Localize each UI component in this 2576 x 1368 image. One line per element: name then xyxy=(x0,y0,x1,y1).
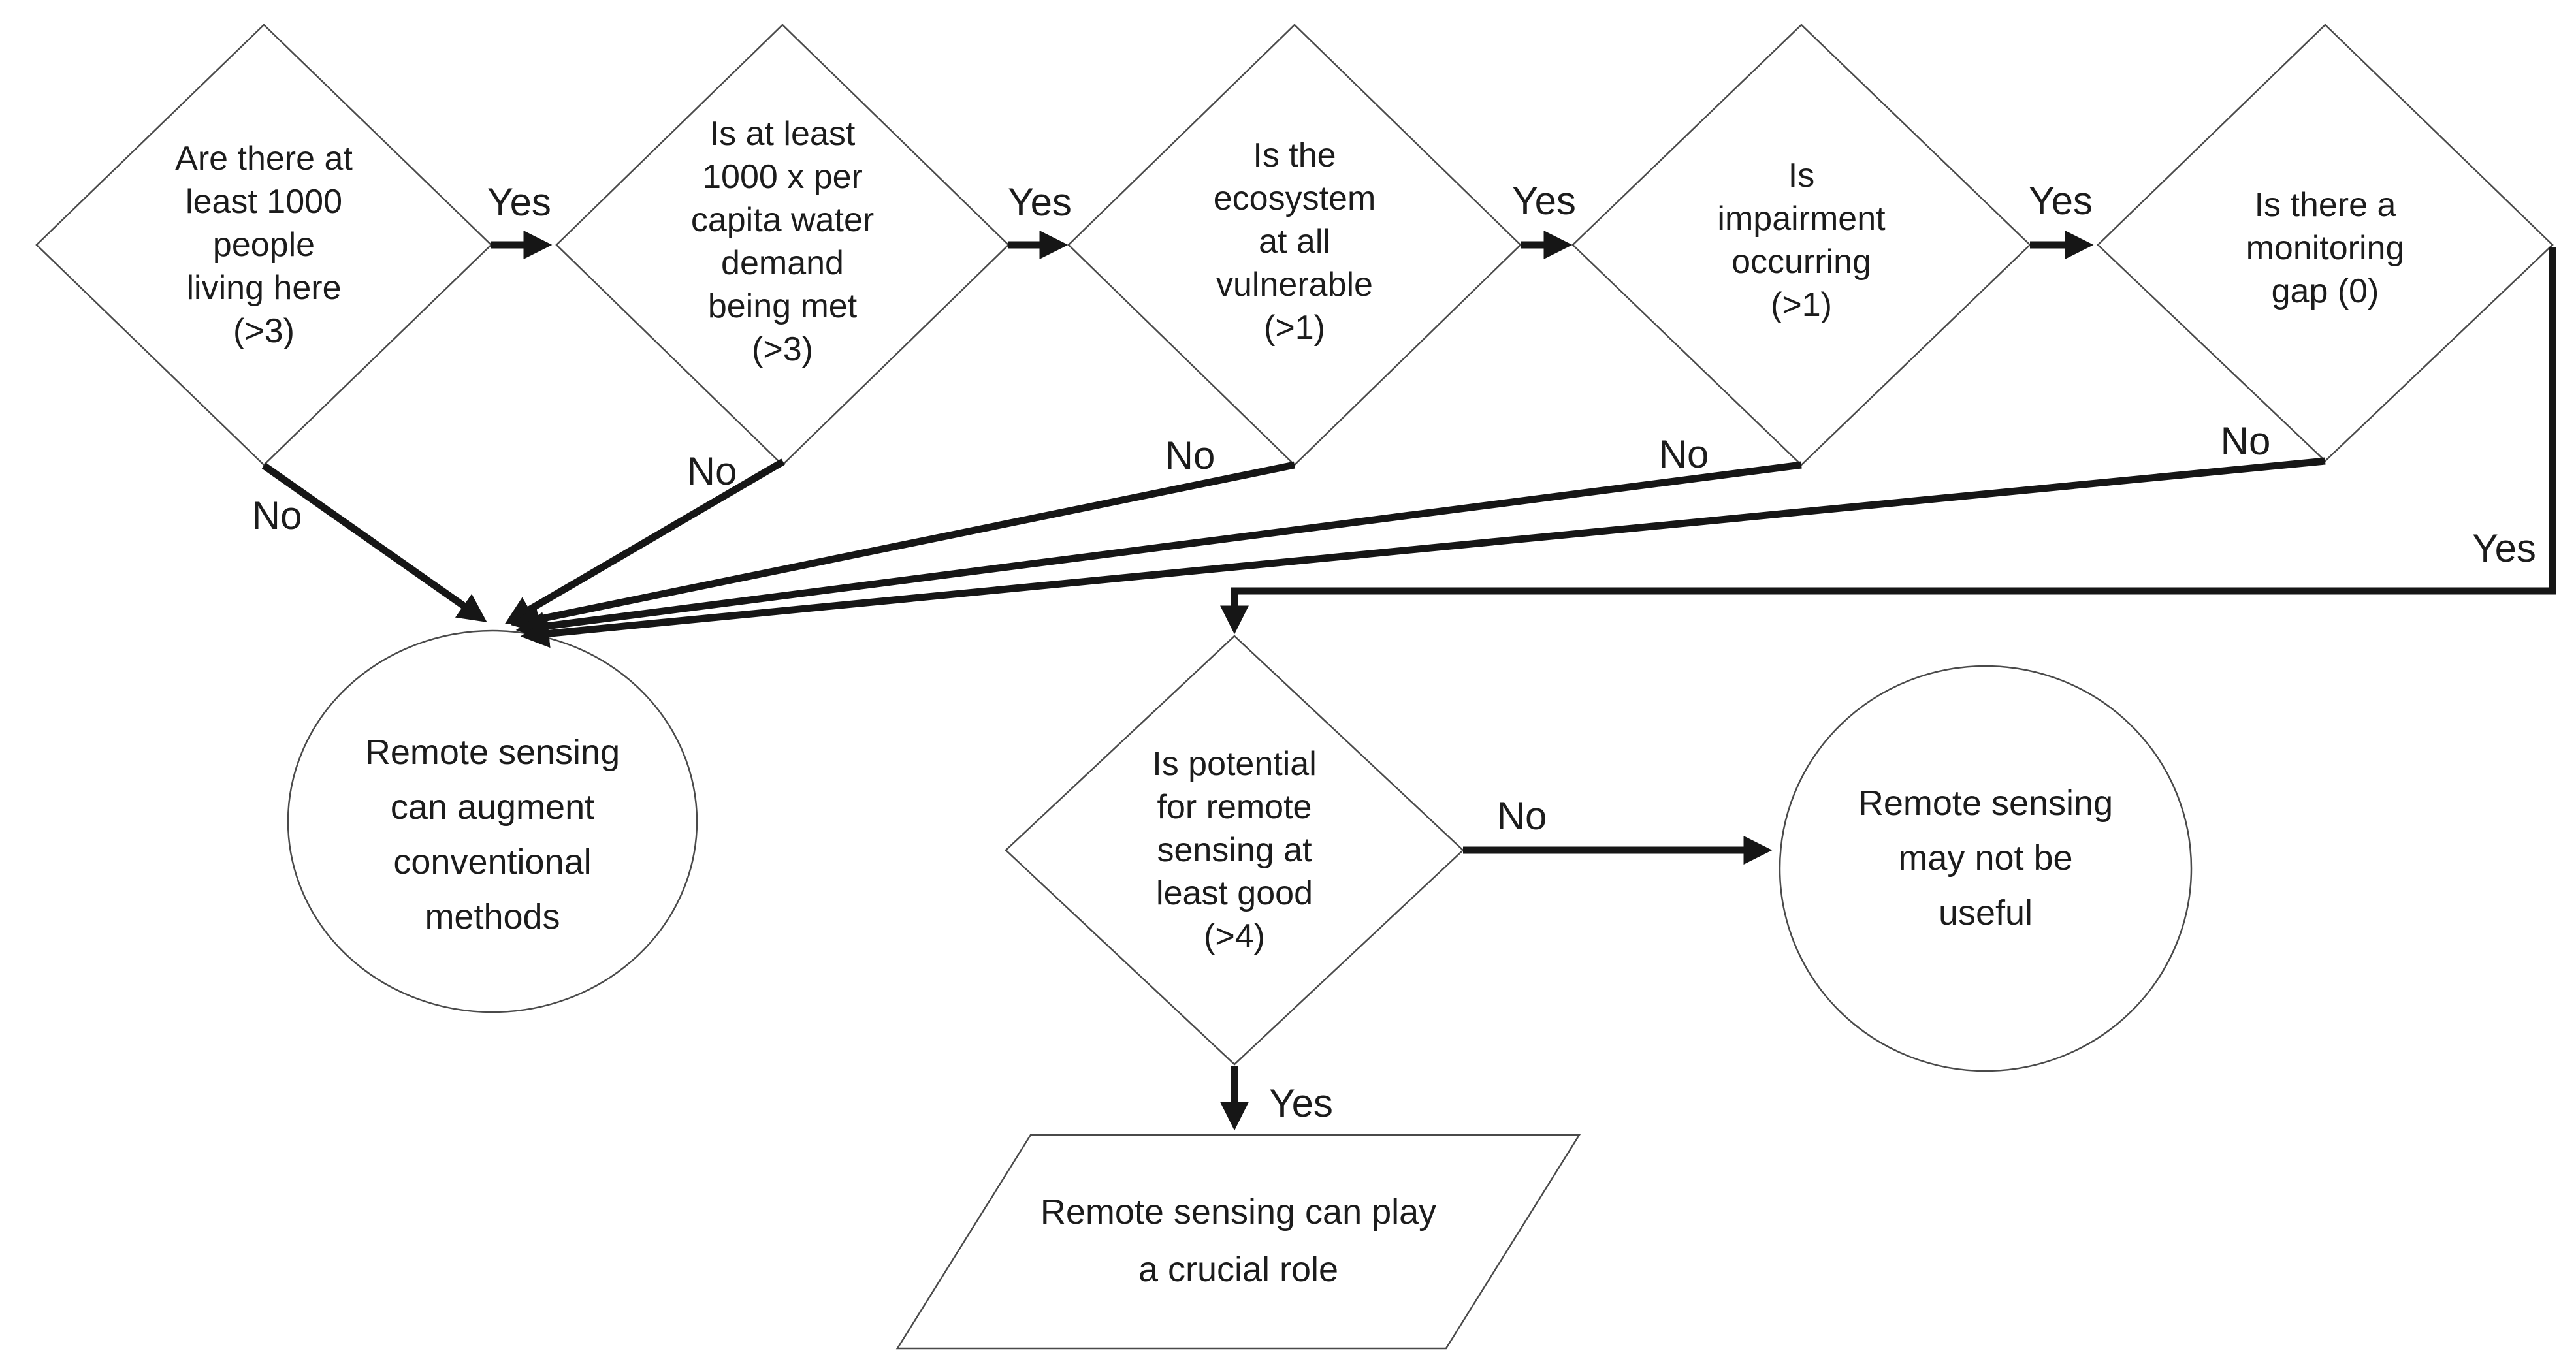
edge-no-population-to-augment xyxy=(261,462,487,622)
diamond-population xyxy=(35,24,492,466)
edge-no-monitoring-gap-to-augment xyxy=(520,457,2326,648)
node-label-impairment: Is impairment occurring (>1) xyxy=(1717,157,1886,324)
edge-label-yes-3: Yes xyxy=(1512,179,1576,223)
edge-label-yes-4: Yes xyxy=(2029,179,2093,223)
ellipse-not-useful-outcome xyxy=(1779,665,2193,1072)
edge-label-no-6: No xyxy=(1496,794,1547,838)
parallelogram-crucial-role-outcome xyxy=(895,1134,1581,1350)
node-label-augment-outcome: Remote sensing can augment conventional … xyxy=(364,733,620,936)
edge-label-yes-5: Yes xyxy=(2472,526,2536,570)
node-label-monitoring-gap: Is there a monitoring gap (0) xyxy=(2246,186,2405,310)
edge-yes-monitoring-gap-to-rs-potential xyxy=(1220,247,2556,635)
edge-no-water-demand-to-augment xyxy=(504,458,785,624)
node-label-water-demand: Is at least 1000 x per capita water dema… xyxy=(690,115,875,368)
node-label-rs-potential: Is potential for remote sensing at least… xyxy=(1152,745,1317,955)
edge-no-impairment-to-augment xyxy=(515,461,1802,641)
edge-label-no-1: No xyxy=(251,494,302,537)
edge-label-no-4: No xyxy=(1658,432,1709,476)
diamond-rs-potential xyxy=(1005,635,1464,1066)
edge-label-no-2: No xyxy=(686,449,737,493)
ellipse-augment-outcome xyxy=(287,629,698,1013)
edge-label-yes-2: Yes xyxy=(1008,180,1072,224)
node-label-not-useful-outcome: Remote sensing may not be useful xyxy=(1858,784,2114,932)
edge-label-yes-1: Yes xyxy=(487,180,551,224)
node-label-ecosystem: Is the ecosystem at all vulnerable (>1) xyxy=(1213,136,1376,347)
node-label-crucial-role-outcome: Remote sensing can play a crucial role xyxy=(1040,1192,1437,1289)
node-label-population: Are there at least 1000 people living he… xyxy=(175,140,353,350)
edge-label-no-3: No xyxy=(1165,434,1216,477)
edge-no-ecosystem-to-augment xyxy=(510,461,1296,633)
edge-label-no-5: No xyxy=(2220,419,2271,463)
edge-label-yes-6: Yes xyxy=(1269,1081,1333,1125)
